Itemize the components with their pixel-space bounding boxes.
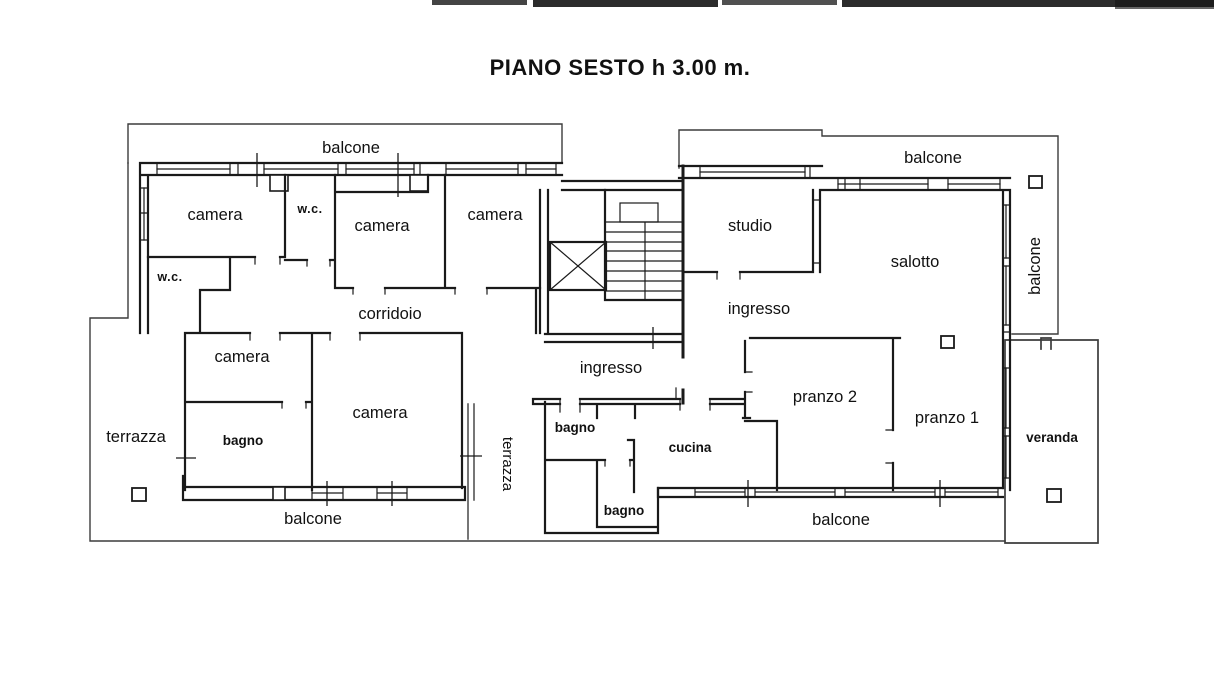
room-label-camera-3: camera bbox=[467, 206, 523, 224]
pillar-marker bbox=[131, 487, 147, 502]
interior-walls-left-apartment bbox=[146, 173, 542, 492]
room-label-pranzo-1: pranzo 1 bbox=[915, 409, 979, 427]
room-label-studio: studio bbox=[728, 217, 772, 235]
bottom-facade-windows bbox=[181, 474, 1005, 502]
scan-artifact bbox=[432, 0, 1214, 9]
room-label-balcone-bottom-right: balcone bbox=[812, 511, 870, 529]
plan-title: PIANO SESTO h 3.00 m. bbox=[490, 55, 751, 80]
room-label-wc-2: w.c. bbox=[156, 270, 182, 284]
room-label-camera-5: camera bbox=[352, 404, 408, 422]
room-label-balcone-bottom-left: balcone bbox=[284, 510, 342, 528]
tick-marks bbox=[176, 153, 941, 507]
room-label-camera-4: camera bbox=[214, 348, 270, 366]
staircase bbox=[603, 188, 685, 302]
interior-walls-right-apartment bbox=[531, 188, 902, 535]
room-labels: balcone balcone camera w.c. camera camera stud… bbox=[106, 139, 1078, 529]
room-label-cucina: cucina bbox=[669, 440, 712, 455]
room-label-balcone-top-left: balcone bbox=[322, 139, 380, 157]
room-label-balcone-right: balcone bbox=[1026, 237, 1044, 295]
exterior-walls-windows bbox=[138, 161, 1012, 492]
pillar-marker bbox=[940, 335, 955, 349]
pillar-marker bbox=[1046, 488, 1062, 503]
pillar-marker bbox=[1028, 175, 1043, 189]
pillar-markers bbox=[131, 175, 1062, 503]
room-label-camera-2: camera bbox=[354, 217, 410, 235]
room-label-terrazza-mid: terrazza bbox=[499, 437, 516, 492]
balcony-terrace-outlines bbox=[89, 123, 1099, 544]
room-label-bagno-1: bagno bbox=[223, 433, 264, 448]
room-label-bagno-3: bagno bbox=[604, 503, 645, 518]
elevator-x bbox=[549, 241, 607, 291]
stair-core bbox=[538, 164, 685, 405]
room-label-salotto: salotto bbox=[891, 253, 940, 271]
room-label-veranda: veranda bbox=[1026, 430, 1078, 445]
room-label-camera-1: camera bbox=[187, 206, 243, 224]
room-label-wc-1: w.c. bbox=[296, 202, 322, 216]
room-label-ingresso-center: ingresso bbox=[580, 359, 642, 377]
room-label-pranzo-2: pranzo 2 bbox=[793, 388, 857, 406]
room-label-balcone-top-right: balcone bbox=[904, 149, 962, 167]
room-label-bagno-2: bagno bbox=[555, 420, 596, 435]
room-label-ingresso-right: ingresso bbox=[728, 300, 790, 318]
room-label-terrazza-left: terrazza bbox=[106, 428, 166, 446]
room-label-corridoio: corridoio bbox=[358, 305, 421, 323]
